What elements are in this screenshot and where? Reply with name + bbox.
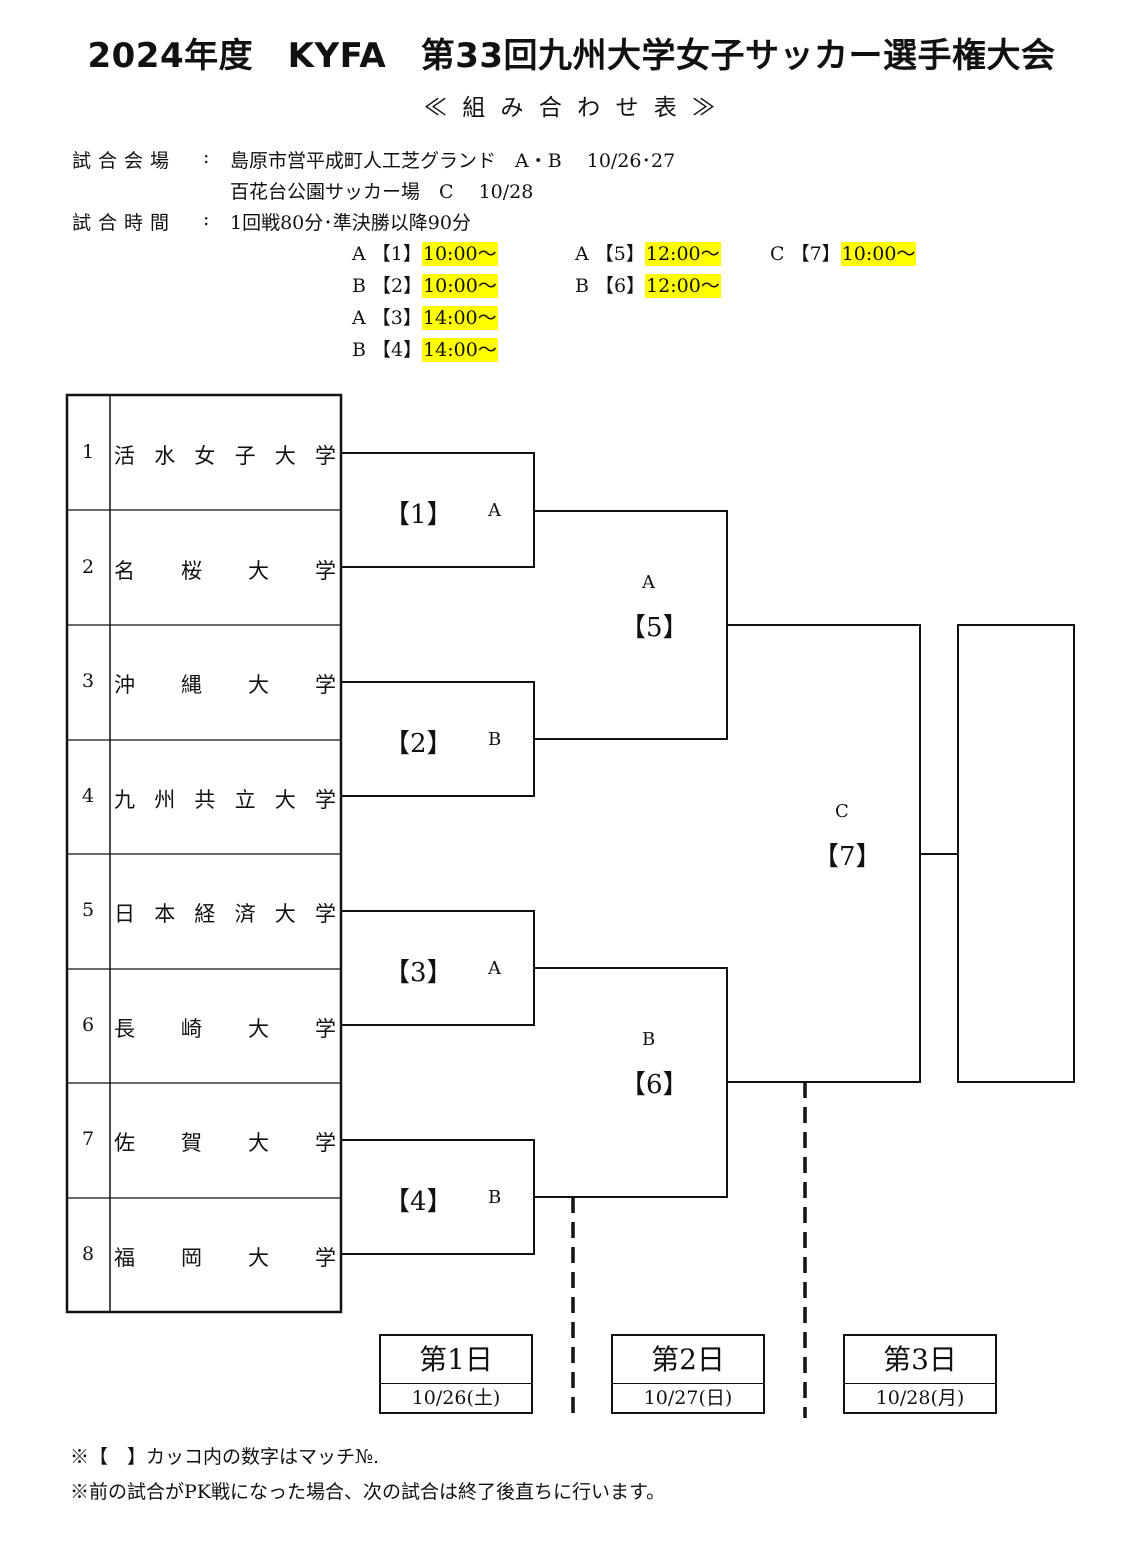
team-name: 福岡大学 xyxy=(114,1246,336,1270)
match-1-label: 【1】 xyxy=(384,500,453,530)
time-slot-5: A 【5】12:00～ xyxy=(575,242,721,266)
page-title: 2024年度 KYFA 第33回九州大学女子サッカー選手権大会 xyxy=(87,36,1056,76)
match-4-venue: B xyxy=(488,1187,502,1208)
day-2-box: 第2日 10/27(日) xyxy=(611,1334,765,1414)
note-2: ※前の試合がPK戦になった場合、次の試合は終了後直ちに行います。 xyxy=(70,1481,666,1503)
team-name: 沖縄大学 xyxy=(114,673,336,697)
match-3-venue: A xyxy=(488,958,501,979)
team-number: 1 xyxy=(81,441,95,463)
match-2-venue: B xyxy=(488,729,502,750)
team-number: 5 xyxy=(81,899,95,921)
match-5-venue: A xyxy=(642,572,655,593)
day-2-date: 10/27(日) xyxy=(643,1387,733,1409)
day-1-date: 10/26(土) xyxy=(411,1387,501,1409)
team-number: 8 xyxy=(81,1243,95,1265)
day-1-title: 第1日 xyxy=(381,1336,531,1384)
team-name: 長崎大学 xyxy=(114,1017,336,1041)
time-colon: : xyxy=(203,208,210,230)
team-number: 7 xyxy=(81,1128,95,1150)
venue-line-2: 百花台公園サッカー場 C 10/28 xyxy=(230,181,534,203)
note-1: ※【 】カッコ内の数字はマッチ№. xyxy=(70,1446,380,1468)
time-slot-2: B 【2】10:00～ xyxy=(352,274,498,298)
match-2-label: 【2】 xyxy=(384,729,453,759)
time-slot-3: A 【3】14:00～ xyxy=(352,306,498,330)
match-6-label: 【6】 xyxy=(620,1070,689,1100)
match-5-label: 【5】 xyxy=(620,613,689,643)
venue-colon: : xyxy=(203,146,210,168)
match-1-venue: A xyxy=(488,500,501,521)
team-name: 佐賀大学 xyxy=(114,1131,336,1155)
time-slot-1: A 【1】10:00～ xyxy=(352,242,498,266)
time-label: 試合時間 xyxy=(72,212,177,234)
team-number: 3 xyxy=(81,670,95,692)
day-2-title: 第2日 xyxy=(613,1336,763,1384)
day-1-box: 第1日 10/26(土) xyxy=(379,1334,533,1414)
time-slot-7: C 【7】10:00～ xyxy=(770,242,917,266)
day-3-box: 第3日 10/28(月) xyxy=(843,1334,997,1414)
team-name: 九州共立大学 xyxy=(114,788,336,812)
match-6-venue: B xyxy=(642,1029,656,1050)
time-slot-4: B 【4】14:00～ xyxy=(352,338,498,362)
venue-label: 試合会場 xyxy=(72,150,177,172)
team-name: 名桜大学 xyxy=(114,559,336,583)
match-3-label: 【3】 xyxy=(384,958,453,988)
time-line-1: 1回戦80分･準決勝以降90分 xyxy=(230,212,471,234)
team-number: 4 xyxy=(81,785,95,807)
venue-line-1: 島原市営平成町人工芝グランド A・B 10/26･27 xyxy=(230,150,676,172)
team-number: 6 xyxy=(81,1014,95,1036)
day-3-title: 第3日 xyxy=(845,1336,995,1384)
team-name: 日本経済大学 xyxy=(114,902,336,926)
match-7-venue: C xyxy=(835,801,849,822)
time-slot-6: B 【6】12:00～ xyxy=(575,274,721,298)
page-subtitle: ≪ 組 み 合 わ せ 表 ≫ xyxy=(423,95,720,121)
match-4-label: 【4】 xyxy=(384,1187,453,1217)
match-7-label: 【7】 xyxy=(813,842,882,872)
day-3-date: 10/28(月) xyxy=(875,1387,965,1409)
team-number: 2 xyxy=(81,556,95,578)
team-name: 活水女子大学 xyxy=(114,444,336,468)
